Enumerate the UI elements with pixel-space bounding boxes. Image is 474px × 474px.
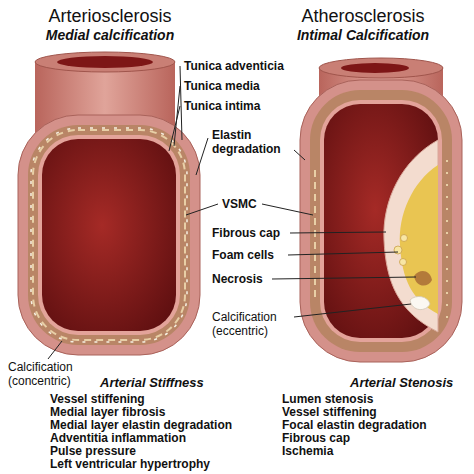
atherosclerosis-vessel (300, 58, 462, 362)
outcome-item: Left ventricular hypertrophy (50, 457, 210, 471)
outcome-item: Focal elastin degradation (282, 418, 427, 432)
outcome-item: Fibrous cap (282, 431, 350, 445)
part-label: Tunica intima (184, 99, 260, 113)
outcome-item: Vessel stiffening (50, 392, 145, 406)
outcome-item: Lumen stenosis (282, 392, 373, 406)
outcome-item: Vessel stiffening (282, 405, 377, 419)
part-label: Elastin degradation (212, 128, 296, 156)
heading: Arteriosclerosis (10, 6, 210, 26)
subheading: Medial calcification (10, 28, 210, 42)
part-label: Necrosis (212, 272, 263, 286)
part-label: Calcification (eccentric) (212, 310, 298, 338)
outcome-item: Ischemia (282, 444, 333, 458)
heading: Atherosclerosis (258, 6, 468, 26)
part-label: Calcification (concentric) (8, 360, 92, 388)
part-label: VSMC (222, 197, 257, 211)
part-label: Tunica adventicia (184, 59, 284, 73)
part-label: Fibrous cap (212, 226, 280, 240)
outcome-item: Pulse pressure (50, 444, 136, 458)
outcome-item: Medial layer fibrosis (50, 405, 165, 419)
outcome-heading: Arterial Stenosis (350, 376, 453, 390)
subheading: Intimal Calcification (258, 28, 468, 42)
leader-lines (48, 66, 416, 359)
part-label: Foam cells (212, 248, 274, 262)
part-label: Tunica media (184, 79, 260, 93)
outcome-item: Adventitia inflammation (50, 431, 186, 445)
outcome-heading: Arterial Stiffness (100, 376, 204, 390)
arteriosclerosis-vessel (18, 52, 200, 355)
outcome-item: Medial layer elastin degradation (50, 418, 232, 432)
